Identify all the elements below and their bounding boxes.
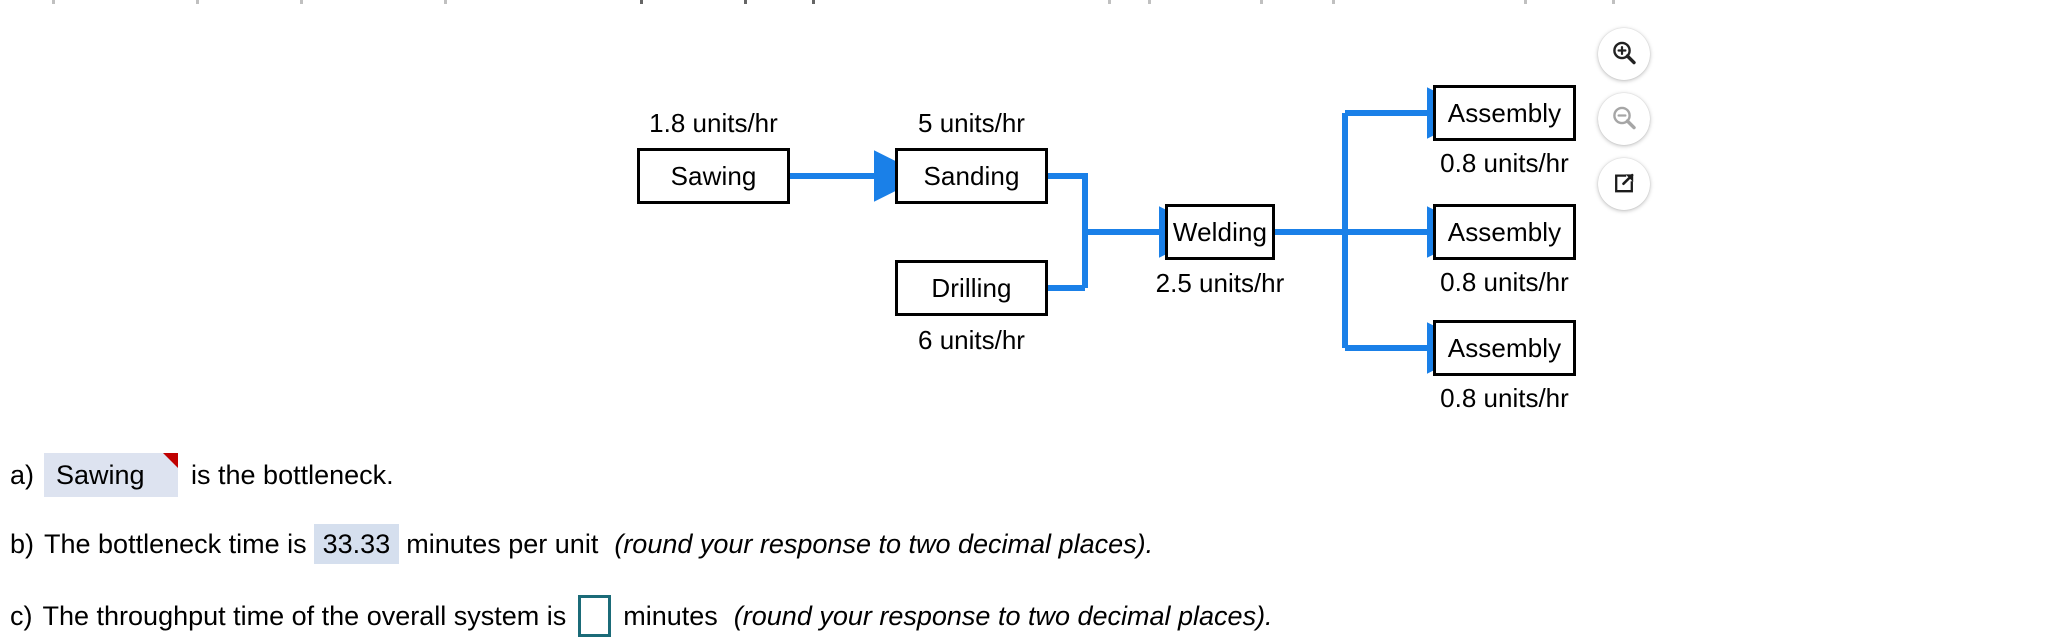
answer-tail-a: is the bottleneck. xyxy=(191,459,394,490)
rate-label-welding: 2.5 units/hr xyxy=(1155,268,1285,298)
bottleneck-stage-value: Sawing xyxy=(56,459,145,490)
zoom-out-icon xyxy=(1609,103,1639,136)
answer-prefix-b: The bottleneck time is xyxy=(44,528,307,559)
answer-section: a) Sawing is the bottleneck. b) The bott… xyxy=(0,430,2046,640)
cropped-text-remnant xyxy=(0,0,2046,8)
answer-marker-a: a) xyxy=(10,459,35,490)
node-label-welding: Welding xyxy=(1172,217,1268,247)
answer-unit-c: minutes xyxy=(623,600,718,631)
diagram-connectors xyxy=(790,87,1479,374)
node-welding: Welding xyxy=(1165,204,1275,260)
rate-label-sawing: 1.8 units/hr xyxy=(649,108,778,138)
answer-marker-b: b) xyxy=(10,528,35,559)
node-label-assembly-3: Assembly xyxy=(1447,333,1562,363)
zoom-in-icon xyxy=(1609,38,1639,71)
answer-line-c: c) The throughput time of the overall sy… xyxy=(10,595,1273,637)
node-assembly-2: Assembly xyxy=(1433,204,1576,260)
node-label-sawing: Sawing xyxy=(670,161,757,191)
rate-label-assembly-2: 0.8 units/hr xyxy=(1440,267,1569,297)
zoom-in-button[interactable] xyxy=(1598,28,1650,80)
pop-out-button[interactable] xyxy=(1598,158,1650,210)
answer-marker-c: c) xyxy=(10,600,33,631)
bottleneck-stage-select[interactable]: Sawing xyxy=(44,453,179,497)
answer-note-c: (round your response to two decimal plac… xyxy=(733,600,1273,631)
answer-prefix-c: The throughput time of the overall syste… xyxy=(42,600,567,631)
bottleneck-time-input[interactable]: 33.33 xyxy=(313,524,400,564)
node-sanding: Sanding xyxy=(895,148,1048,204)
answer-note-b: (round your response to two decimal plac… xyxy=(614,528,1154,559)
node-drilling: Drilling xyxy=(895,260,1048,316)
node-assembly-1: Assembly xyxy=(1433,85,1576,141)
node-label-assembly-2: Assembly xyxy=(1447,217,1562,247)
rate-label-drilling: 6 units/hr xyxy=(918,325,1025,355)
answer-line-a: a) Sawing is the bottleneck. xyxy=(10,453,401,497)
throughput-time-input[interactable] xyxy=(578,595,612,637)
incorrect-flag-icon xyxy=(163,453,179,468)
node-label-drilling: Drilling xyxy=(931,273,1012,303)
rate-label-assembly-3: 0.8 units/hr xyxy=(1440,383,1569,413)
pop-out-icon xyxy=(1609,168,1639,201)
diagram-viewer-toolbar xyxy=(1598,28,1654,210)
rate-label-assembly-1: 0.8 units/hr xyxy=(1440,148,1569,178)
node-assembly-3: Assembly xyxy=(1433,320,1576,376)
answer-unit-b: minutes per unit xyxy=(406,528,599,559)
node-label-sanding: Sanding xyxy=(923,161,1020,191)
answer-line-b: b) The bottleneck time is 33.33 minutes … xyxy=(10,524,1153,564)
node-label-assembly-1: Assembly xyxy=(1447,98,1562,128)
rate-label-sanding: 5 units/hr xyxy=(918,108,1025,138)
process-flow-diagram: 1.8 units/hr Sawing 5 units/hr Sanding D… xyxy=(637,85,1576,413)
zoom-out-button[interactable] xyxy=(1598,93,1650,145)
node-sawing: Sawing xyxy=(637,148,790,204)
